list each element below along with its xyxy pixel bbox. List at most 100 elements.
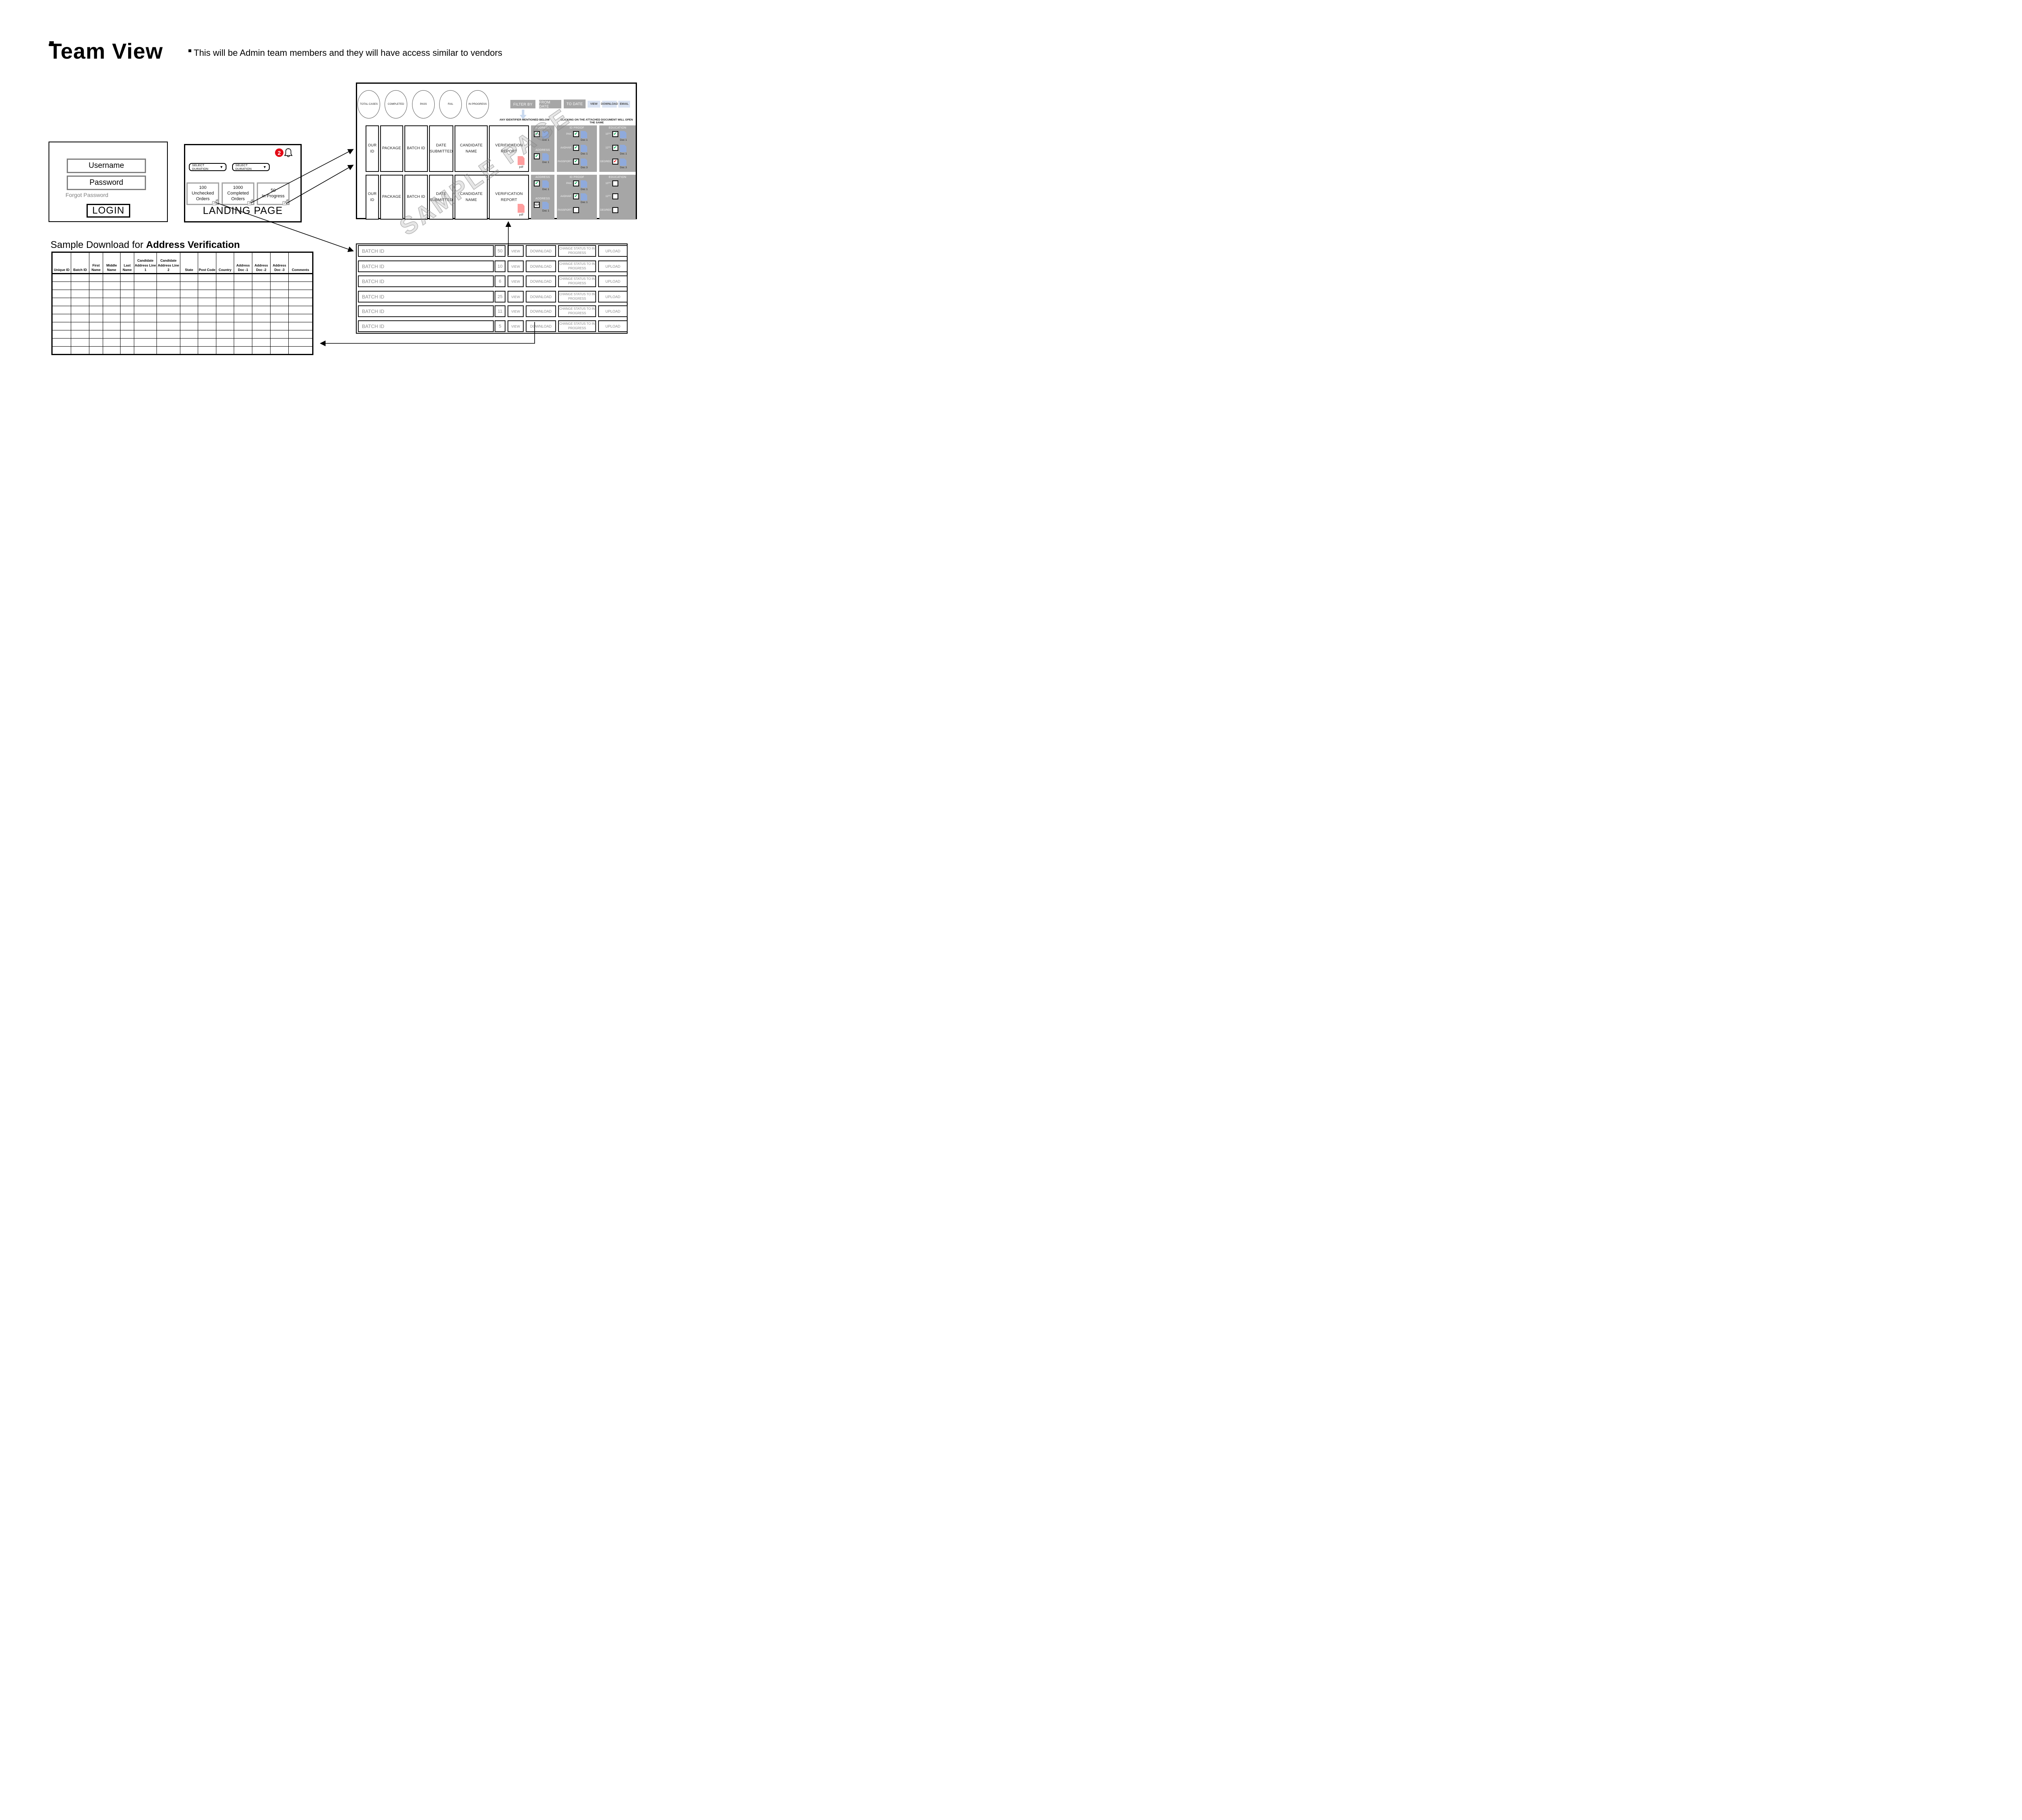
check-icon: ✔ — [574, 181, 578, 186]
change-status-button[interactable]: CHANGE STATUS TO IN PROGRESS — [558, 260, 596, 272]
document-icon[interactable] — [620, 131, 626, 138]
batch-id-field[interactable]: BATCH ID — [358, 275, 494, 287]
tenth-checkbox[interactable] — [612, 180, 618, 186]
download-button[interactable]: DOWNLOAD — [526, 320, 556, 332]
change-status-button[interactable]: CHANGE STATUS TO IN PROGRESS — [558, 305, 596, 317]
filter-by-button[interactable]: FILTER BY — [510, 100, 535, 108]
view-button[interactable]: VIEW — [508, 305, 524, 317]
download-button[interactable]: DOWNLOAD — [526, 260, 556, 272]
upload-button[interactable]: UPLOAD — [598, 320, 628, 332]
email-button[interactable]: EMAIL — [618, 101, 630, 108]
change-status-button[interactable]: CHANGE STATUS TO IN PROGRESS — [558, 291, 596, 303]
document-icon[interactable] — [542, 153, 549, 161]
download-button[interactable]: DOWNLOAD — [526, 275, 556, 287]
doc-caption: Doc 1 — [542, 210, 549, 212]
batch-id-field[interactable]: BATCH ID — [358, 305, 494, 317]
document-icon[interactable] — [542, 180, 549, 188]
open-external-icon[interactable] — [212, 199, 219, 205]
subtitle-bullet — [188, 49, 191, 52]
degree-checkbox[interactable] — [612, 207, 618, 213]
download-button[interactable]: DOWNLOAD — [601, 101, 618, 108]
document-icon[interactable] — [542, 131, 549, 138]
download-button[interactable]: DOWNLOAD — [526, 305, 556, 317]
document-icon[interactable] — [581, 193, 587, 201]
view-button[interactable]: VIEW — [508, 291, 524, 303]
doc-caption: Doc 1 — [581, 152, 588, 155]
upload-button[interactable]: UPLOAD — [598, 275, 628, 287]
doc-type-label: DEGREE — [600, 160, 611, 163]
open-external-icon[interactable] — [282, 199, 289, 205]
attachment-note: CLICKING ON THE ATTACHED DOCUMENT WILL O… — [560, 119, 633, 124]
open-external-icon[interactable] — [247, 199, 254, 205]
twelfth-checkbox[interactable]: ✔ — [612, 145, 618, 151]
batch-id-field[interactable]: BATCH ID — [358, 320, 494, 332]
landing-page-caption: LANDING PAGE — [203, 205, 283, 216]
pan-checkbox[interactable]: ✔ — [573, 131, 579, 137]
view-button[interactable]: VIEW — [508, 320, 524, 332]
col-country: Country — [216, 252, 234, 274]
sample-empty-row — [52, 281, 313, 290]
col-batch-id: BATCH ID — [404, 125, 428, 172]
document-icon[interactable] — [581, 180, 587, 188]
col-date-submitted: DATE SUBMITTED — [429, 125, 454, 172]
view-button[interactable]: VIEW — [508, 245, 524, 257]
to-date-button[interactable]: TO DATE — [564, 99, 586, 108]
download-button[interactable]: DOWNLOAD — [526, 245, 556, 257]
batch-row: BATCH ID 5 VIEW DOWNLOAD CHANGE STATUS T… — [357, 320, 628, 332]
document-icon[interactable] — [581, 131, 587, 138]
education-panel-row2: EDUCATION 10ᵀᴴ 12ᵀᴴ DEGREE — [599, 175, 636, 220]
batch-row: BATCH ID 6 VIEW DOWNLOAD CHANGE STATUS T… — [357, 275, 628, 287]
upload-button[interactable]: UPLOAD — [598, 245, 628, 257]
document-icon[interactable] — [581, 145, 587, 152]
upload-button[interactable]: UPLOAD — [598, 305, 628, 317]
pdf-file-icon[interactable] — [518, 204, 525, 213]
username-input[interactable] — [67, 159, 146, 173]
passport-checkbox[interactable]: ✔ — [573, 159, 579, 165]
pdf-file-icon[interactable] — [518, 156, 525, 165]
degree-checkbox[interactable]: ✔ — [612, 159, 618, 165]
document-icon[interactable] — [581, 159, 587, 166]
document-icon[interactable] — [620, 145, 626, 152]
address-checkbox[interactable]: ✔ — [534, 180, 540, 186]
doc-type-label: AADHAR — [560, 146, 571, 149]
document-icon[interactable] — [542, 202, 549, 209]
col-our-id: OUR ID — [366, 175, 379, 220]
upload-button[interactable]: UPLOAD — [598, 291, 628, 303]
select-duration-dropdown-2[interactable]: SELECT DURATION ▼ — [232, 163, 270, 171]
bell-icon[interactable] — [283, 148, 294, 160]
login-panel: Forgot Password LOGIN — [49, 142, 168, 222]
forgot-password-link[interactable]: Forgot Password — [66, 192, 108, 198]
passport-checkbox[interactable] — [573, 207, 579, 213]
view-button[interactable]: VIEW — [588, 101, 600, 108]
aadhar-checkbox[interactable]: ✔ — [573, 145, 579, 151]
address-checkbox[interactable]: ✔ — [534, 131, 540, 137]
col-package: PACKAGE — [380, 125, 403, 172]
change-status-button[interactable]: CHANGE STATUS TO IN PROGRESS — [558, 320, 596, 332]
twelfth-checkbox[interactable] — [612, 193, 618, 199]
tenth-checkbox[interactable]: ✔ — [612, 131, 618, 137]
download-button[interactable]: DOWNLOAD — [526, 291, 556, 303]
doc-caption: Doc 1 — [620, 139, 627, 142]
batch-id-field[interactable]: BATCH ID — [358, 291, 494, 303]
change-status-button[interactable]: CHANGE STATUS TO IN PROGRESS — [558, 275, 596, 287]
view-button[interactable]: VIEW — [508, 275, 524, 287]
address-na-checkbox[interactable]: N/A — [534, 202, 540, 208]
upload-button[interactable]: UPLOAD — [598, 260, 628, 272]
batch-id-field[interactable]: BATCH ID — [358, 260, 494, 272]
login-button[interactable]: LOGIN — [87, 204, 130, 218]
document-icon[interactable] — [620, 159, 626, 166]
password-input[interactable] — [67, 176, 146, 190]
check-icon: ✔ — [613, 131, 618, 136]
batch-id-field[interactable]: BATCH ID — [358, 245, 494, 257]
address-checkbox[interactable]: ✔ — [534, 153, 540, 159]
check-icon: ✔ — [613, 159, 618, 164]
pan-checkbox[interactable]: ✔ — [573, 180, 579, 186]
aadhar-checkbox[interactable]: ✔ — [573, 193, 579, 199]
view-button[interactable]: VIEW — [508, 260, 524, 272]
select-duration-dropdown-1[interactable]: SELECT DURATION ▼ — [189, 163, 226, 171]
stat-fail: FAIL — [439, 90, 462, 119]
change-status-button[interactable]: CHANGE STATUS TO IN PROGRESS — [558, 245, 596, 257]
panel-label: ADDRESS — [535, 197, 550, 200]
from-date-button[interactable]: FROM DATE — [539, 100, 561, 108]
stat-completed: COMPLETED — [385, 90, 407, 119]
